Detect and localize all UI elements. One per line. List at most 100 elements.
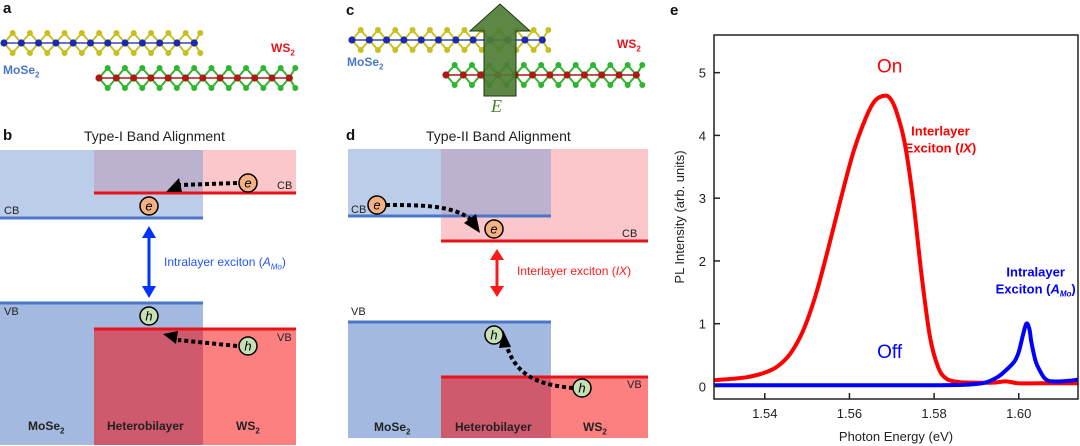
x-tick-label: 1.54 <box>752 406 777 421</box>
y-tick-label: 3 <box>699 191 706 206</box>
region-label-heterobilayer-b: Heterobilayer <box>107 419 184 433</box>
electron-ws2: e <box>238 173 258 193</box>
chalcogen-atom <box>590 62 597 68</box>
chalcogen-atom <box>197 50 204 56</box>
chalcogen-atom <box>61 50 68 56</box>
mose2-label-c: MoSe2 <box>347 55 384 72</box>
chalcogen-atom <box>44 30 51 36</box>
y-tick-label: 1 <box>699 317 706 332</box>
svg-text:Exciton (AMo): Exciton (AMo) <box>996 282 1076 299</box>
metal-atom <box>365 36 373 44</box>
y-tick-label: 5 <box>699 66 706 81</box>
chalcogen-atom <box>191 65 198 71</box>
panel-letter-d: d <box>346 127 356 144</box>
chalcogen-atom <box>530 47 537 53</box>
ws2-label-c: WS2 <box>617 37 641 54</box>
metal-atom <box>112 74 120 82</box>
chalcogen-atom <box>607 62 614 68</box>
chalcogen-atom <box>277 85 284 91</box>
hole-ws2: h <box>572 378 592 398</box>
metal-atom <box>580 71 588 79</box>
chalcogen-atom <box>590 82 597 88</box>
hole-transfer-arrow <box>177 338 238 348</box>
band-diagram-b: e e h h <box>0 150 296 445</box>
electron-arrowhead <box>464 214 480 233</box>
chalcogen-atom <box>545 47 552 53</box>
metal-atom <box>400 36 408 44</box>
chalcogen-atom <box>624 62 631 68</box>
svg-text:h: h <box>578 381 585 396</box>
chalcogen-atom <box>26 50 33 56</box>
chalcogen-atom <box>478 47 485 53</box>
metal-atom <box>95 74 103 82</box>
vb-label-left-d: VB <box>351 306 366 318</box>
metal-atom <box>138 39 146 47</box>
vb-label-right-b: VB <box>277 332 292 344</box>
hole-ws2: h <box>238 336 258 356</box>
metal-atom <box>130 74 138 82</box>
chalcogen-atom <box>148 50 155 56</box>
hole-mose2: h <box>139 306 159 326</box>
metal-atom <box>452 36 460 44</box>
chalcogen-atom <box>121 85 128 91</box>
ws2-vb-region <box>551 377 648 438</box>
hole-arrowhead <box>163 331 178 344</box>
electron-mose2: e <box>139 196 159 216</box>
metal-atom <box>383 36 391 44</box>
chalcogen-atom <box>260 65 267 71</box>
mose2-label-a: MoSe2 <box>3 63 40 80</box>
field-label: E <box>491 96 502 116</box>
hole-mose2: h <box>484 325 504 345</box>
chalcogen-atom <box>277 65 284 71</box>
electron-transfer-arrow <box>179 181 238 187</box>
chalcogen-atom <box>104 65 111 71</box>
chalcogen-atom <box>260 85 267 91</box>
metal-atom <box>285 74 293 82</box>
interlayer-exciton-label: Interlayer exciton (IX) <box>517 264 632 278</box>
metal-atom <box>121 39 129 47</box>
region-label-ws2-d: WS2 <box>583 420 607 437</box>
metal-atom <box>251 74 259 82</box>
metal-atom <box>615 71 623 79</box>
chalcogen-atom <box>374 47 381 53</box>
metal-atom <box>69 39 77 47</box>
chalcogen-atom <box>392 47 399 53</box>
chalcogen-atom <box>96 50 103 56</box>
mose2-lattice-a <box>0 30 204 56</box>
chalcogen-atom <box>392 27 399 33</box>
chalcogen-atom <box>61 30 68 36</box>
chalcogen-atom <box>451 82 458 88</box>
metal-atom <box>477 71 485 79</box>
electron-mose2: e <box>367 195 387 215</box>
metal-atom <box>268 74 276 82</box>
chalcogen-atom <box>461 47 468 53</box>
overlap-cb-region <box>441 149 551 216</box>
svg-text:e: e <box>490 222 497 237</box>
chalcogen-atom <box>156 65 163 71</box>
chalcogen-atom <box>639 82 646 88</box>
y-tick-label: 0 <box>699 379 706 394</box>
metal-atom <box>563 71 571 79</box>
electron-arrowhead <box>166 178 182 192</box>
cb-label-left-b: CB <box>4 205 20 217</box>
chalcogen-atom <box>538 62 545 68</box>
metal-atom <box>632 71 640 79</box>
region-label-mose2-d: MoSe2 <box>374 420 411 437</box>
chalcogen-atom <box>409 47 416 53</box>
series-line-off <box>714 321 1078 388</box>
chalcogen-atom <box>555 62 562 68</box>
annotation-on: On <box>877 57 902 78</box>
chalcogen-atom <box>165 50 172 56</box>
chalcogen-atom <box>191 85 198 91</box>
chalcogen-atom <box>545 27 552 33</box>
chalcogen-atom <box>607 82 614 88</box>
svg-text:h: h <box>145 309 152 324</box>
chalcogen-atom <box>444 27 451 33</box>
metal-atom <box>528 71 537 79</box>
chalcogen-atom <box>624 82 631 88</box>
chalcogen-atom <box>78 30 85 36</box>
chalcogen-atom <box>520 82 527 88</box>
cb-label-right-d: CB <box>622 228 638 240</box>
metal-atom <box>0 39 8 47</box>
